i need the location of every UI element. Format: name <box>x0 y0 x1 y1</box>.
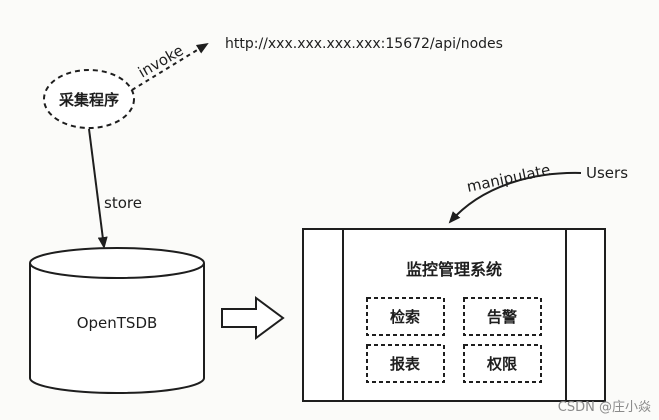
users-connector: Users manipulate <box>448 161 628 224</box>
invoke-connector: invoke <box>131 41 209 91</box>
monitor-system-node: 监控管理系统 检索 告警 报表 权限 <box>302 228 606 402</box>
store-connector: store <box>88 128 142 249</box>
monitor-system-frame <box>302 228 606 402</box>
manipulate-label: manipulate <box>465 161 552 196</box>
invoke-arrow <box>131 42 209 91</box>
module-report-label: 报表 <box>390 355 421 373</box>
module-report: 报表 <box>366 344 445 383</box>
module-report-box <box>366 344 445 383</box>
flow-block-arrow <box>221 296 285 340</box>
module-permission-box <box>463 344 542 383</box>
manipulate-arrow <box>448 171 582 224</box>
module-alert: 告警 <box>463 297 542 336</box>
database-node: OpenTSDB <box>29 247 205 394</box>
collector-node: 采集程序 <box>43 69 135 129</box>
module-alert-box <box>463 297 542 336</box>
database-cylinder-body <box>29 263 205 394</box>
invoke-label: invoke <box>135 41 187 81</box>
store-arrow <box>88 128 108 249</box>
module-search: 检索 <box>366 297 445 336</box>
module-permission-label: 权限 <box>486 355 517 373</box>
module-search-label: 检索 <box>390 308 420 326</box>
module-search-box <box>366 297 445 336</box>
watermark: CSDN @庄小焱 <box>558 399 651 415</box>
module-permission: 权限 <box>463 344 542 383</box>
collector-ellipse <box>43 69 135 129</box>
store-label: store <box>104 194 142 212</box>
users-label: Users <box>586 164 628 182</box>
collector-label: 采集程序 <box>58 91 119 109</box>
module-alert-label: 告警 <box>487 308 517 326</box>
api-url: http://xxx.xxx.xxx.xxx:15672/api/nodes <box>225 36 503 52</box>
database-label: OpenTSDB <box>77 314 158 332</box>
database-cylinder-top <box>29 247 205 279</box>
monitor-system-title: 监控管理系统 <box>406 260 502 279</box>
